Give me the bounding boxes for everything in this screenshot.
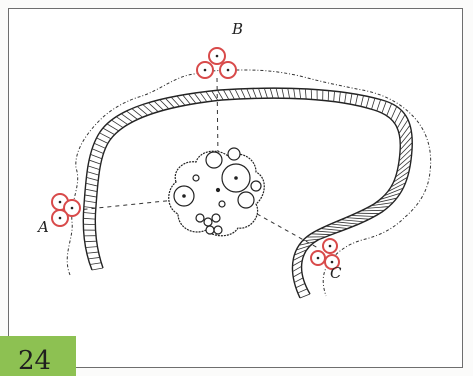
path-hatch-mark [116,117,127,125]
path-hatch-mark [339,92,340,102]
path-hatch-mark [111,120,123,127]
path-hatch-mark [316,231,337,233]
path-hatch-mark [399,148,412,160]
path-hatch-mark [88,257,100,258]
path-hatch-mark [92,149,103,154]
path-hatch-mark [235,89,240,99]
path-hatch-mark [107,124,119,131]
sight-line-a [78,200,175,210]
path-hatch-mark [92,268,103,270]
path-hatch-mark [103,128,115,135]
path-hatch-mark [326,226,348,228]
path-hatch-mark [296,283,305,287]
path-hatch-mark [361,210,384,211]
path-hatch-mark [336,222,359,224]
path-hatch-mark [366,97,369,108]
cluster-a [52,194,80,226]
path-hatch-mark [94,143,105,148]
path-hatch-mark [86,183,98,186]
path-hatch-mark [253,88,257,98]
path-hatch-mark [121,114,132,122]
path-hatch-mark [85,189,97,191]
path-hatch-mark [85,195,97,197]
path-hatch-mark [88,166,100,170]
cluster-b [197,48,236,78]
path-hatch-mark [90,263,101,265]
path-hatch-mark [86,247,98,248]
path-hatch-mark [264,88,267,98]
path-hatch-mark [400,137,412,150]
path-hatch-mark [298,289,307,293]
path-hatch-mark [372,98,375,109]
path-hatch-mark [217,90,223,100]
path-hatch-mark [300,294,310,298]
path-hatch-mark [299,89,300,99]
path-hatch-mark [171,97,179,106]
path-hatch-mark [83,212,95,213]
path-hatch-mark [229,89,234,99]
path-hatch-mark [341,220,364,222]
path-hatch-mark [391,106,397,119]
path-hatch-mark [311,234,331,235]
path-hatch-mark [200,92,207,102]
path-hatch-mark [83,218,95,219]
path-hatch-mark [355,94,357,105]
path-hatch-mark [395,110,402,123]
path-hatch-mark [331,224,353,226]
path-hatch-mark [377,100,381,111]
label-a: A [36,218,49,236]
path-hatch-mark [85,241,97,242]
sight-line-c [250,210,318,248]
path-hatch-mark [89,160,101,164]
path-hatch-mark [382,101,386,113]
path-hatch-mark [293,272,302,277]
path-hatch-mark [399,120,408,134]
path-hatch-mark [223,90,229,100]
path-hatch-mark [86,177,98,180]
path-hatch-mark [294,278,303,283]
path-hatch-mark [276,88,278,98]
path-hatch-mark [206,92,212,102]
path-hatch-mark [361,96,364,107]
path-hatch-mark [99,133,110,139]
path-hatch-mark [90,154,101,158]
path-hatch-mark [345,93,347,104]
path-hatch-mark [183,95,191,104]
path-hatch-mark [350,94,352,105]
path-hatch-mark [334,91,335,101]
path-hatch-mark [400,143,413,156]
path-hatch-mark [293,266,302,271]
path-hatch-mark [87,172,99,175]
path-hatch-mark [321,229,343,231]
label-b: B [231,20,243,38]
path-hatch-mark [188,94,195,103]
path-hatch-mark [387,104,392,116]
path-hatch-mark [270,88,273,98]
path-hatch-mark [97,138,108,143]
path-hatch-mark [305,89,306,99]
path-hatch-mark [241,89,246,99]
central-planting [169,148,265,236]
path-hatch-mark [400,131,411,144]
path-hatch-mark [400,125,410,139]
path-hatch-mark [282,88,284,98]
path-hatch-mark [194,93,201,102]
path-hatch-mark [288,88,290,98]
path-hatch-mark [293,260,303,266]
path-hatch-mark [294,88,295,98]
path-hatch-mark [84,201,96,203]
path-hatch-mark [328,91,329,101]
path-hatch-mark [346,218,369,220]
path-hatch-mark [87,252,99,253]
label-c: C [330,264,342,282]
path-hatch-mark [258,88,261,98]
path-hatch-mark [177,96,185,105]
path-hatch-mark [351,215,374,216]
page-number: 24 [18,346,51,376]
path-hatch-mark [247,89,251,99]
